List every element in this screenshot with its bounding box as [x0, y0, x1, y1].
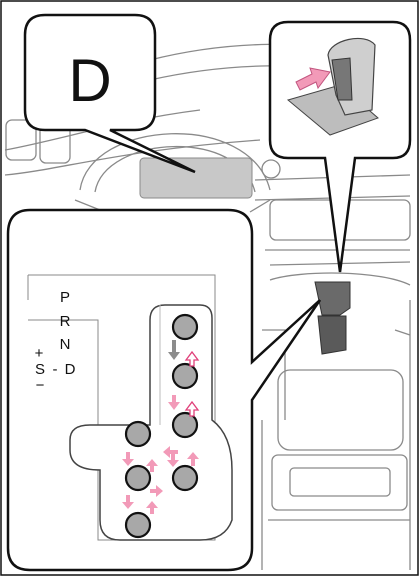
- gate-label-s: S: [35, 361, 45, 378]
- position-dot-icon: [126, 422, 150, 446]
- position-dot-icon: [173, 315, 197, 339]
- instrument-screen: [140, 158, 252, 198]
- gate-label-plus: +: [35, 345, 44, 362]
- gate-label-r: R: [60, 313, 71, 330]
- gate-label-d: D: [65, 361, 76, 378]
- gear-indicator-text: D: [68, 47, 111, 114]
- position-dot-icon: [126, 513, 150, 537]
- position-dot-icon: [173, 364, 197, 388]
- gate-label-minus: −: [36, 377, 45, 394]
- position-dot-icon: [126, 466, 150, 490]
- shift-button-callout: [270, 22, 410, 272]
- console-shifter: [315, 282, 350, 354]
- gate-label-n: N: [60, 336, 71, 353]
- position-dot-icon: [173, 466, 197, 490]
- gate-label-p: P: [60, 289, 70, 306]
- shift-gate-callout: P R N + S - D −: [8, 210, 320, 570]
- gate-label-dash: -: [53, 361, 58, 378]
